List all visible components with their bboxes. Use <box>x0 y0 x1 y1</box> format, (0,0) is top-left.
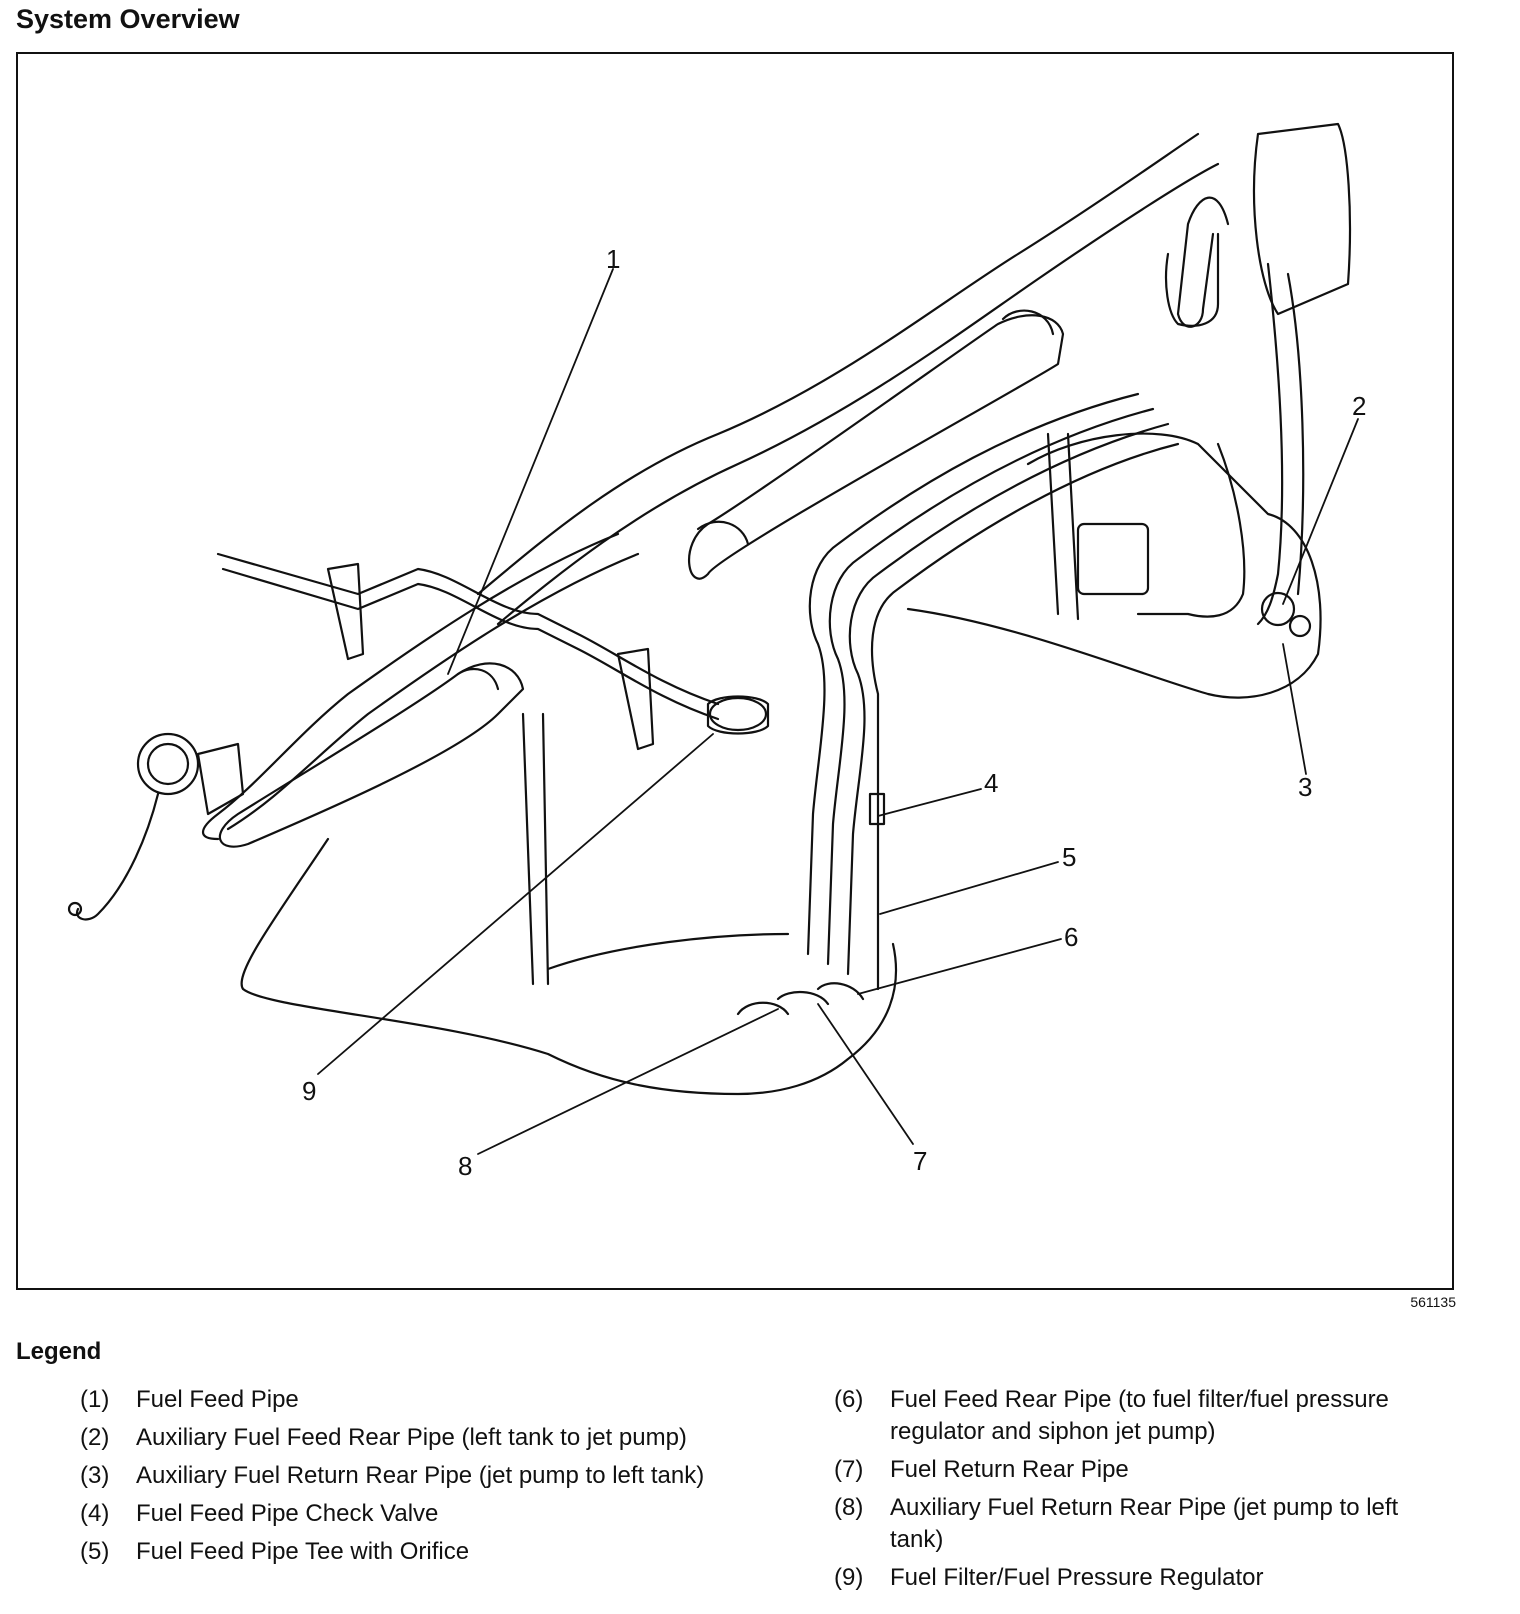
leader-3 <box>1282 643 1307 775</box>
legend-column-right: (6) Fuel Feed Rear Pipe (to fuel filter/… <box>834 1384 1444 1600</box>
right-tank-outline <box>906 432 1322 699</box>
filler-tube <box>456 667 500 691</box>
legend-number: (1) <box>80 1386 110 1413</box>
legend-text: Fuel Feed Pipe Tee with Orifice <box>136 1538 470 1565</box>
leader-4 <box>877 788 982 817</box>
right-tank-inner <box>1046 432 1080 621</box>
legend-text: Fuel Filter/Fuel Pressure Regulator <box>890 1564 1264 1591</box>
legend-column-left: (1) Fuel Feed Pipe (2) Auxiliary Fuel Fe… <box>80 1384 720 1574</box>
crossmember-left <box>218 662 525 848</box>
legend-item: (1) Fuel Feed Pipe <box>80 1384 720 1416</box>
legend-item: (5) Fuel Feed Pipe Tee with Orifice <box>80 1536 720 1568</box>
bracket-left <box>326 562 365 661</box>
check-valve <box>868 792 886 826</box>
frame-rail-lower <box>496 162 1220 626</box>
callout-5: 5 <box>1062 842 1077 872</box>
legend-item: (9) Fuel Filter/Fuel Pressure Regulator <box>834 1562 1444 1594</box>
legend-text: Fuel Feed Rear Pipe (to fuel filter/fuel… <box>890 1386 1389 1445</box>
upper-cylinder <box>1001 309 1055 336</box>
bottom-fittings <box>736 982 865 1016</box>
frame-rail-top <box>476 132 1200 596</box>
callout-6: 6 <box>1064 922 1079 952</box>
filler-cap <box>136 732 200 796</box>
callout-2: 2 <box>1352 391 1367 421</box>
legend-item: (8) Auxiliary Fuel Return Rear Pipe (jet… <box>834 1492 1444 1556</box>
upper-tank <box>1252 122 1352 316</box>
legend-text: Auxiliary Fuel Feed Rear Pipe (left tank… <box>136 1424 687 1451</box>
left-tank-outline <box>240 837 898 1096</box>
left-tank-inner <box>521 712 790 986</box>
fuel-system-illustration <box>67 122 1359 1155</box>
leader-7 <box>817 1003 914 1145</box>
jet-pump-fitting <box>1260 591 1296 627</box>
legend-text: Fuel Return Rear Pipe <box>890 1456 1129 1483</box>
legend-item: (6) Fuel Feed Rear Pipe (to fuel filter/… <box>834 1384 1444 1448</box>
feed-pipe-a <box>806 392 1140 956</box>
right-return-pipe <box>1136 442 1246 618</box>
legend-number: (9) <box>834 1564 864 1591</box>
fuel-filter <box>708 696 768 732</box>
crossmember <box>687 314 1065 580</box>
evap-canister <box>1076 522 1150 596</box>
leader-5 <box>879 861 1059 915</box>
leader-1 <box>447 268 614 675</box>
feed-pipe-d <box>870 442 1180 991</box>
legend-text: Auxiliary Fuel Return Rear Pipe (jet pum… <box>890 1494 1399 1553</box>
legend-text: Fuel Feed Pipe <box>136 1386 299 1413</box>
left-pipe-lower <box>226 552 640 831</box>
leader-6 <box>857 938 1062 995</box>
callout-8: 8 <box>458 1151 473 1181</box>
legend-text: Auxiliary Fuel Return Rear Pipe (jet pum… <box>136 1462 705 1489</box>
legend-item: (7) Fuel Return Rear Pipe <box>834 1454 1444 1486</box>
leader-9 <box>317 733 714 1075</box>
left-hose <box>216 552 720 706</box>
bracket-mid <box>616 647 655 751</box>
callout-7: 7 <box>913 1146 928 1176</box>
feed-pipe-c <box>846 422 1170 976</box>
leader-8 <box>477 1008 779 1155</box>
figure-id: 561135 <box>1410 1294 1456 1310</box>
feed-pipe-b <box>826 407 1155 966</box>
callout-4: 4 <box>984 768 999 798</box>
legend-number: (7) <box>834 1456 864 1483</box>
diagram-frame: 1 2 3 4 5 6 7 8 9 <box>16 52 1454 1290</box>
legend-number: (8) <box>834 1494 864 1521</box>
legend-text: Fuel Feed Pipe Check Valve <box>136 1500 439 1527</box>
legend-number: (3) <box>80 1462 110 1489</box>
callout-3: 3 <box>1298 772 1313 802</box>
callout-1: 1 <box>606 244 621 274</box>
filler-tether <box>75 792 160 921</box>
callout-9: 9 <box>302 1076 317 1106</box>
page-title: System Overview <box>16 4 240 34</box>
legend-title: Legend <box>16 1338 102 1365</box>
legend-number: (6) <box>834 1386 864 1413</box>
legend-number: (4) <box>80 1500 110 1527</box>
left-pipe-upper <box>201 532 620 841</box>
legend-number: (2) <box>80 1424 110 1451</box>
legend-item: (2) Auxiliary Fuel Feed Rear Pipe (left … <box>80 1422 720 1454</box>
mid-cylinder <box>696 520 750 546</box>
leader-2 <box>1282 418 1359 605</box>
legend-item: (4) Fuel Feed Pipe Check Valve <box>80 1498 720 1530</box>
legend-number: (5) <box>80 1538 110 1565</box>
legend-item: (3) Auxiliary Fuel Return Rear Pipe (jet… <box>80 1460 720 1492</box>
